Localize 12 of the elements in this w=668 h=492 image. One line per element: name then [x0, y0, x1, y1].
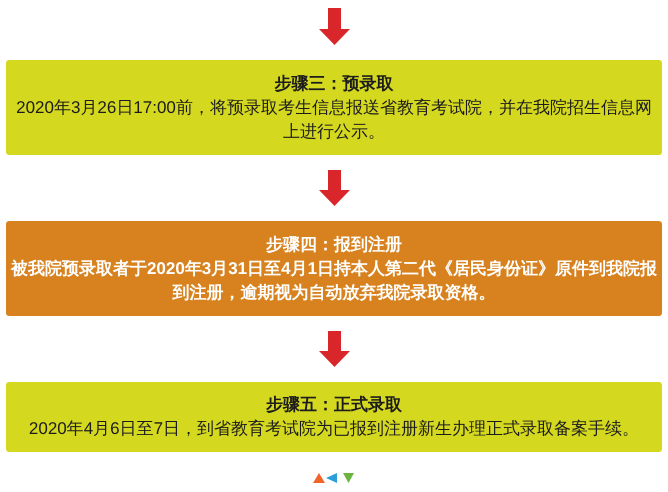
arrow: [319, 8, 350, 45]
arrow: [319, 170, 350, 206]
step-title: 步骤三：预录取: [274, 72, 394, 94]
step-description: 被我院预录取者于2020年3月31日至4月1日持本人第二代《居民身份证》原件到我院报到注册，逾期视为自动放弃我院录取资格。: [10, 258, 658, 304]
step-box: [6, 60, 662, 155]
arrow: [319, 331, 350, 367]
step-description: 2020年3月26日17:00前，将预录取考生信息报送省教育考试院，并在我院招生信息网上进行公示。: [15, 96, 653, 142]
step-title: 步骤五：正式录取: [266, 394, 402, 416]
step-box: [6, 221, 662, 316]
step-title: 步骤四：报到注册: [266, 234, 402, 256]
step-box: [6, 382, 662, 452]
step-description: 2020年4月6日至7日，到省教育考试院为已报到注册新生办理正式录取备案手续。: [28, 418, 640, 440]
